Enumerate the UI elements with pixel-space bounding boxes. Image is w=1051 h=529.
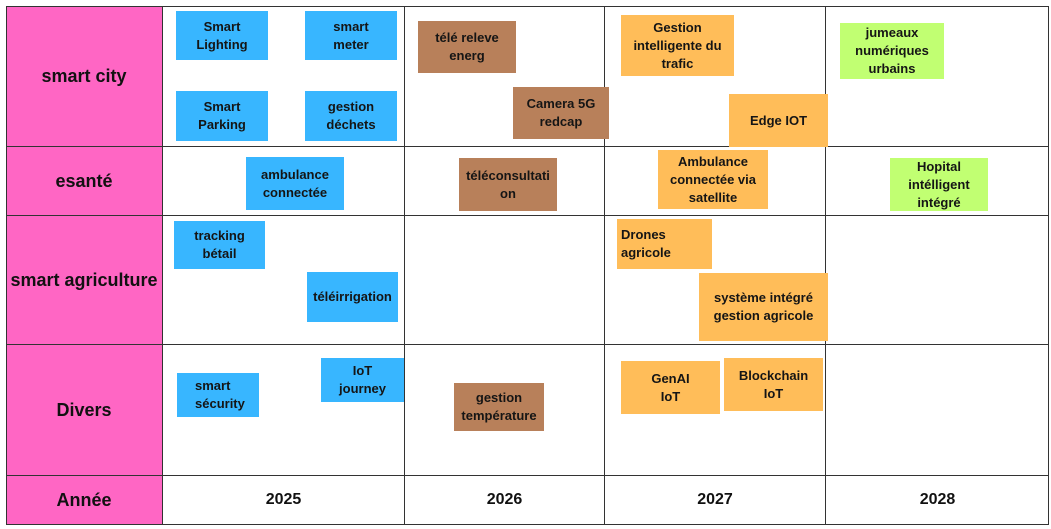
year-2025: 2025 xyxy=(265,491,302,508)
note-ambulance-connectee: ambulance connectée xyxy=(246,157,344,210)
note-systeme-agricole: système intégré gestion agricole xyxy=(699,273,828,341)
note-iot-journey: IoT journey xyxy=(321,358,404,402)
grid-line xyxy=(825,6,826,525)
grid-line xyxy=(6,344,1049,345)
grid-border xyxy=(6,6,1049,525)
year-2027: 2027 xyxy=(697,491,733,508)
note-gestion-trafic: Gestion intelligente du trafic xyxy=(621,15,734,76)
note-teleconsultation: téléconsultati on xyxy=(459,158,557,211)
note-drones-agricole: Drones agricole xyxy=(617,219,712,269)
grid-line xyxy=(6,475,1049,476)
note-edge-iot: Edge IOT xyxy=(729,94,828,147)
note-gestion-dechets: gestion déchets xyxy=(305,91,397,141)
note-smart-security: smart sécurity xyxy=(177,373,259,417)
note-smart-lighting: Smart Lighting xyxy=(176,11,268,60)
note-teleirrigation: téléirrigation xyxy=(307,272,398,322)
grid-line xyxy=(404,6,405,525)
note-tele-releve: télé releve energ xyxy=(418,21,516,73)
note-hopital: Hopital intélligent intégré xyxy=(890,158,988,211)
note-gestion-temperature: gestion température xyxy=(454,383,544,431)
note-blockchain-iot: Blockchain IoT xyxy=(724,358,823,411)
note-smart-meter: smart meter xyxy=(305,11,397,60)
note-camera-5g: Camera 5G redcap xyxy=(513,87,609,139)
note-genai-iot: GenAI IoT xyxy=(621,361,720,414)
grid-line xyxy=(6,215,1049,216)
row-header-annee: Année xyxy=(6,476,162,524)
note-ambulance-satellite: Ambulance connectée via satellite xyxy=(658,150,768,209)
row-header-smart-city: smart city xyxy=(6,6,162,146)
note-jumeaux: jumeaux numériques urbains xyxy=(840,23,944,79)
grid-line xyxy=(604,6,605,525)
note-smart-parking: Smart Parking xyxy=(176,91,268,141)
row-header-esante: esanté xyxy=(6,147,162,215)
row-header-divers: Divers xyxy=(6,345,162,475)
note-tracking-betail: tracking bétail xyxy=(174,221,265,269)
row-header-smart-agriculture: smart agriculture xyxy=(6,216,162,344)
grid-line xyxy=(6,146,1049,147)
year-2028: 2028 xyxy=(919,491,956,508)
year-2026: 2026 xyxy=(486,491,523,508)
grid-line xyxy=(162,6,163,525)
